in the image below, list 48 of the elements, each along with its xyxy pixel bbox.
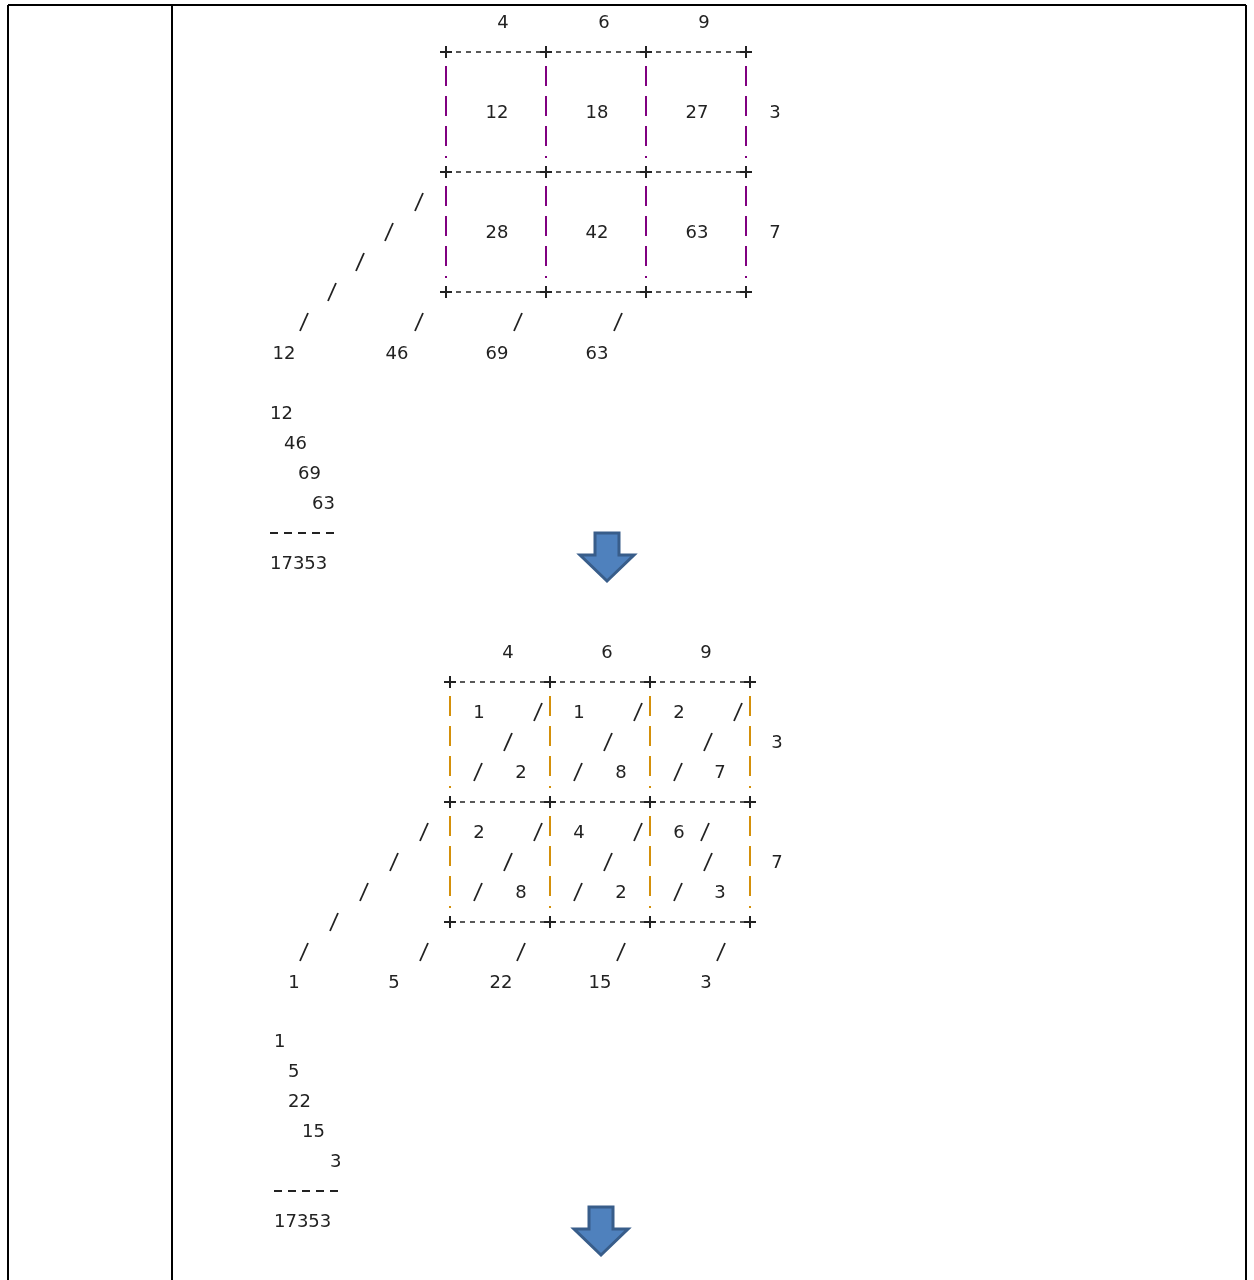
addend: 15 [302,1122,325,1140]
units-digit: 3 [714,883,726,901]
diagonal-sum: 46 [385,344,409,362]
diagonal-sum: 5 [388,973,400,991]
tens-digit: 1 [473,703,485,721]
diagonal-sum: 63 [585,344,609,362]
multiplicand-digit: 9 [698,13,710,31]
cell-product: 63 [685,223,709,241]
diagonal-sum: 3 [700,973,712,991]
cell-product: 12 [485,103,509,121]
addend: 12 [270,404,293,422]
units-digit: 2 [615,883,627,901]
multiplier-digit: 3 [771,733,783,751]
tens-digit: 1 [573,703,585,721]
multiplicand-digit: 4 [502,643,514,661]
multiplier-digit: 7 [769,223,781,241]
tens-digit: 4 [573,823,585,841]
cell-product: 28 [485,223,509,241]
addend: 22 [288,1092,311,1110]
multiplicand-digit: 6 [598,13,610,31]
multiplicand-digit: 6 [601,643,613,661]
units-digit: 2 [515,763,527,781]
tens-digit: 2 [673,703,685,721]
tens-digit: 2 [473,823,485,841]
multiplicand-digit: 9 [700,643,712,661]
multiplicand-digit: 4 [497,13,509,31]
diagonal-sum: 12 [272,344,296,362]
total: 17353 [270,554,328,572]
diagonal-sum: 1 [288,973,300,991]
addend: 3 [330,1152,342,1170]
diagonal-sum: 22 [489,973,513,991]
tens-digit: 6 [673,823,685,841]
cell-product: 18 [585,103,609,121]
addend: 69 [298,464,321,482]
addend: 63 [312,494,335,512]
total: 17353 [274,1212,332,1230]
cell-product: 42 [585,223,609,241]
units-digit: 8 [615,763,627,781]
units-digit: 8 [515,883,527,901]
addend: 1 [274,1032,286,1050]
cell-product: 27 [685,103,709,121]
diagonal-sum: 15 [588,973,612,991]
diagonal-sum: 69 [485,344,509,362]
units-digit: 7 [714,763,726,781]
multiplier-digit: 7 [771,853,783,871]
addend: 46 [284,434,307,452]
addend: 5 [288,1062,300,1080]
multiplier-digit: 3 [769,103,781,121]
